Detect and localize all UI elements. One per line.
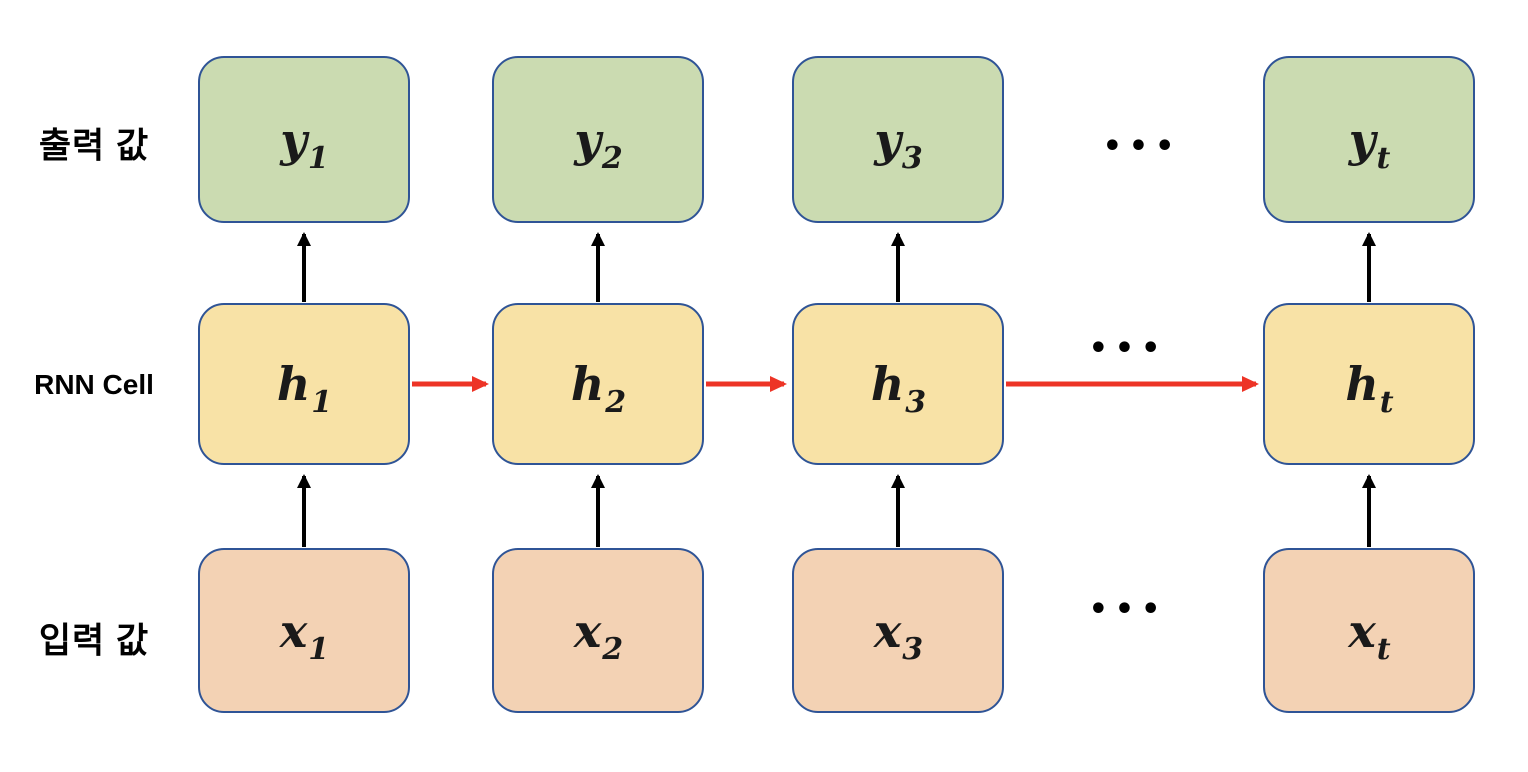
node-y2: y2 [492,56,704,223]
node-x2-label: x2 [573,603,624,667]
node-h3-label: h3 [870,357,927,420]
node-y2-label: y2 [574,112,623,176]
row-label-rnn-cell: RNN Cell [34,369,154,400]
node-y1-label: y1 [280,112,329,176]
node-xt-label: xt [1348,603,1391,667]
node-y3-label: y3 [874,112,923,176]
node-h2-label: h2 [570,357,627,420]
node-xt: xt [1263,548,1475,713]
node-x3: x3 [792,548,1004,713]
node-yt: yt [1263,56,1475,223]
node-ht: ht [1263,303,1475,465]
node-x3-label: x3 [873,603,924,667]
node-x1: x1 [198,548,410,713]
node-h3: h3 [792,303,1004,465]
node-x2: x2 [492,548,704,713]
row-label-input: 입력 값 [38,621,150,661]
node-y3: y3 [792,56,1004,223]
node-yt-label: yt [1348,112,1391,176]
node-h1-label: h1 [276,357,333,420]
row-label-output: 출력 값 [38,126,150,166]
node-y1: y1 [198,56,410,223]
node-ht-label: ht [1345,357,1394,420]
node-h1: h1 [198,303,410,465]
node-h2: h2 [492,303,704,465]
node-x1-label: x1 [279,603,330,667]
